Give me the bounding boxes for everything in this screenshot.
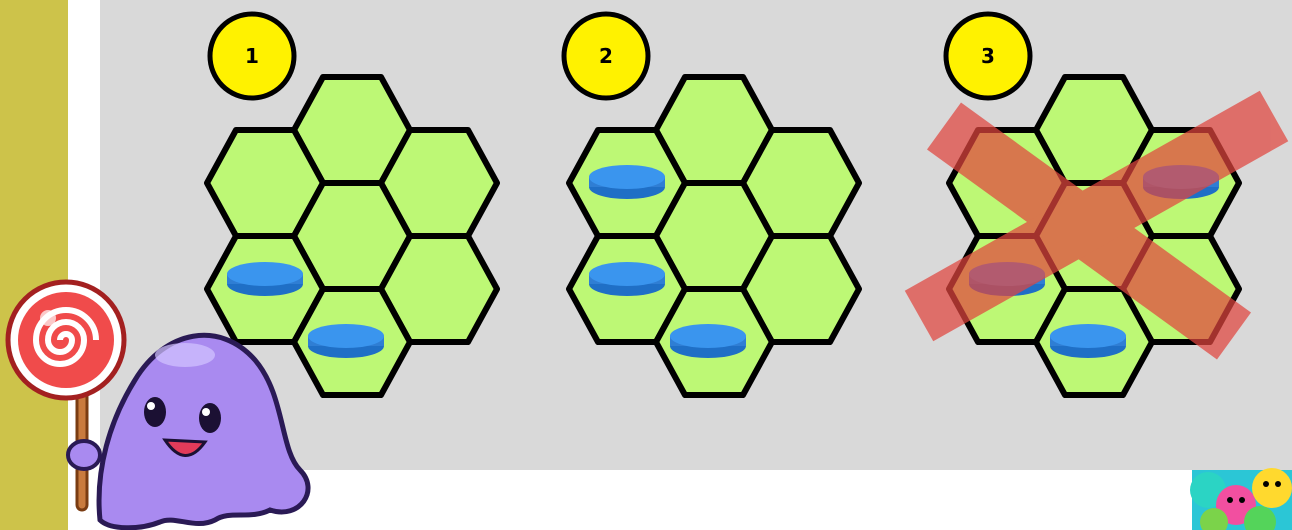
blue-piece-bottom[interactable]	[670, 324, 746, 358]
corner-monsters-art	[1190, 468, 1292, 530]
blue-piece-bottom[interactable]	[308, 324, 384, 358]
blue-piece-lower-left[interactable]	[589, 262, 665, 296]
step-badge-number: 2	[599, 44, 613, 68]
step-badge-2: 2	[564, 14, 648, 98]
blue-piece-upper-left[interactable]	[589, 165, 665, 199]
step-badge-3: 3	[946, 14, 1030, 98]
step-badge-number: 1	[245, 44, 259, 68]
blue-piece-lower-left[interactable]	[227, 262, 303, 296]
board-1	[207, 77, 497, 395]
step-badge-number: 3	[981, 44, 995, 68]
blue-piece-bottom[interactable]	[1050, 324, 1126, 358]
board-2	[569, 77, 859, 395]
board-3	[919, 77, 1274, 395]
step-badge-1: 1	[210, 14, 294, 98]
